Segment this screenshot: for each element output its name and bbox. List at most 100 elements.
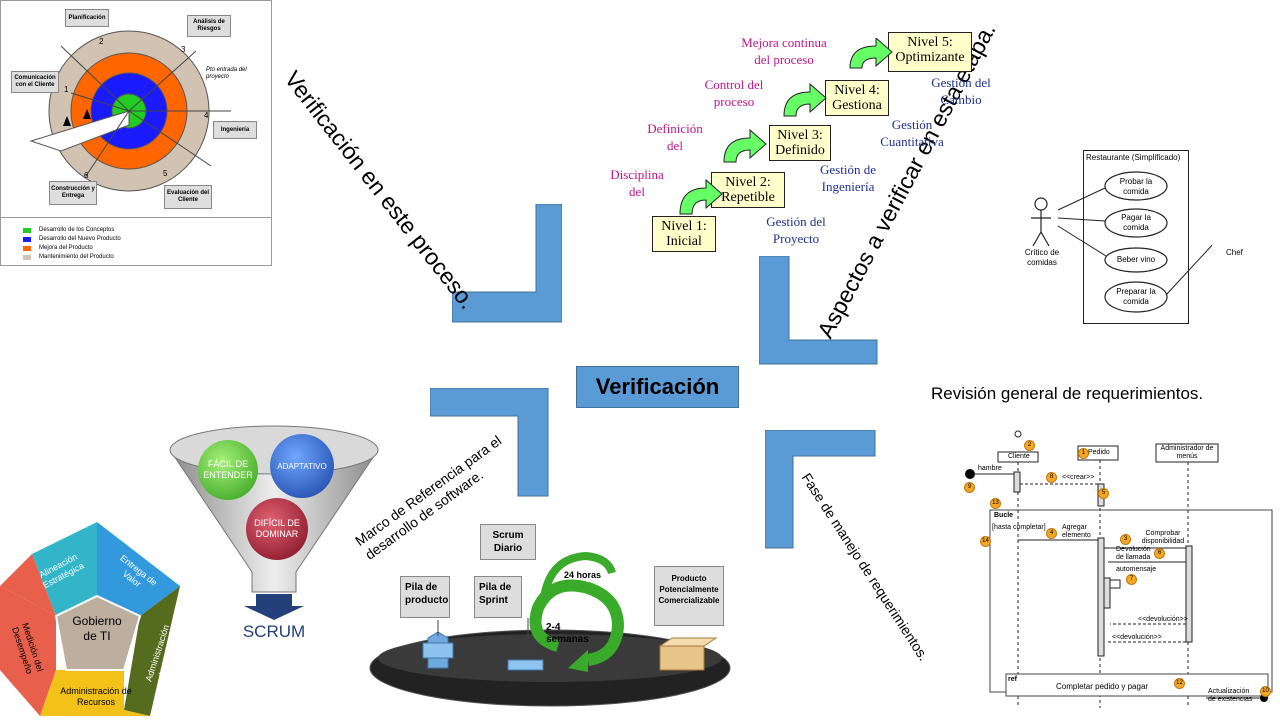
caption-process: Verificación en este proceso. bbox=[279, 66, 482, 314]
legend-swatch bbox=[23, 246, 31, 251]
seq-msg-self: automensaje bbox=[1116, 566, 1157, 573]
cmmi-level-4: Nivel 4: Gestiona bbox=[825, 80, 889, 116]
cmmi-level-4-name: Gestiona bbox=[832, 98, 882, 113]
cmmi-level-3-name: Definido bbox=[775, 143, 825, 158]
scrum-hours: 24 horas bbox=[564, 570, 602, 580]
cmmi-right-label-4: Gestión del Cambio bbox=[931, 75, 991, 107]
governance-graphic bbox=[0, 522, 180, 716]
seq-number: 4 bbox=[1046, 528, 1057, 539]
usecase-4: Preparar la comida bbox=[1116, 287, 1156, 306]
spiral-number-4: 4 bbox=[204, 111, 209, 120]
seq-msg-check: Comprobar disponibilidad bbox=[1141, 530, 1185, 545]
cmmi-level-4-title: Nivel 4: bbox=[834, 83, 880, 98]
cmmi-level-5: Nivel 5: Optimizante bbox=[888, 32, 972, 72]
legend-swatch bbox=[23, 255, 31, 260]
usecase-2: Pagar la comida bbox=[1121, 213, 1151, 232]
legend-swatch bbox=[23, 228, 31, 233]
spiral-number-1: 1 bbox=[64, 85, 69, 94]
cmmi-level-3-title: Nivel 3: bbox=[777, 128, 823, 143]
cmmi-left-label-1: Disciplina del bbox=[610, 167, 664, 199]
seq-msg-update: Actualización de existencias bbox=[1208, 688, 1253, 703]
seq-number: 13 bbox=[990, 498, 1001, 509]
spiral-legend: Desarrollo de los Conceptos Desarrollo d… bbox=[1, 217, 271, 266]
sequence-graphics bbox=[965, 430, 1273, 708]
legend-label: Desarrollo de los Conceptos bbox=[39, 227, 115, 233]
legend-label: Mejora del Producto bbox=[39, 245, 93, 251]
seq-msg-hunger: hambre bbox=[978, 465, 1002, 472]
cmmi-level-1: Nivel 1: Inicial bbox=[652, 216, 716, 252]
usecase-system-boundary bbox=[1083, 150, 1189, 324]
usecase-actor-critic: Crítico de comidas bbox=[1024, 248, 1060, 267]
cmmi-level-1-title: Nivel 1: bbox=[661, 219, 707, 234]
usecase-graphics bbox=[1031, 171, 1212, 313]
governance-segment-4: Administración de Recursos bbox=[60, 686, 132, 707]
seq-msg-complete: Completar pedido y pagar bbox=[1056, 682, 1149, 691]
seq-number: 2 bbox=[1024, 440, 1035, 451]
spiral-box-planning: Planificación bbox=[65, 9, 109, 27]
cmmi-level-1-name: Inicial bbox=[666, 234, 702, 249]
scrum-process-graphic bbox=[369, 551, 731, 707]
governance-center: Gobierno de TI bbox=[72, 614, 122, 643]
usecase-diagram: Restaurante (Simplificado) Probar la com… bbox=[1020, 148, 1243, 328]
scrum-sprint-backlog: Pila de Sprint bbox=[474, 576, 522, 618]
scrum-weeks: 2-4 semanas bbox=[546, 622, 589, 645]
seq-number: 7 bbox=[1126, 574, 1137, 585]
seq-msg-return-2: <<devolución>> bbox=[1112, 634, 1162, 641]
legend-label: Desarrollo del Nuevo Producto bbox=[39, 236, 121, 242]
spiral-model-figure: Planificación Análisis de Riesgos Comuni… bbox=[0, 0, 272, 266]
arrow-top-right bbox=[759, 256, 878, 365]
cmmi-level-5-title: Nivel 5: bbox=[907, 35, 953, 50]
cmmi-right-label-3: Gestión Cuantitativa bbox=[880, 117, 944, 149]
center-title: Verificación bbox=[576, 366, 739, 408]
seq-number: 3 bbox=[1120, 534, 1131, 545]
spiral-box-communication: Comunicación con el Cliente bbox=[11, 71, 59, 93]
usecase-actor-chef: Chef bbox=[1226, 248, 1243, 257]
spiral-box-risk: Análisis de Riesgos bbox=[187, 15, 231, 37]
legend-swatch bbox=[23, 237, 31, 242]
usecase-title: Restaurante (Simplificado) bbox=[1086, 153, 1181, 162]
it-governance: Gobierno de TI Alineación Estratégica En… bbox=[0, 520, 210, 720]
seq-number: 14 bbox=[980, 536, 991, 547]
cmmi-level-5-name: Optimizante bbox=[895, 50, 965, 65]
scrum-process: Scrum Diario 24 horas Pila de producto P… bbox=[368, 518, 732, 710]
seq-msg-add: Agregar elemento bbox=[1062, 524, 1091, 539]
seq-number: 10 bbox=[1260, 686, 1271, 697]
seq-msg-return-1: <<devolución>> bbox=[1138, 616, 1188, 623]
arrow-bottom-left bbox=[430, 388, 549, 497]
seq-msg-create: <<crear>> bbox=[1062, 474, 1095, 481]
cmmi-level-2: Nivel 2: Repetible bbox=[711, 172, 785, 208]
spiral-number-2: 2 bbox=[99, 37, 104, 46]
spiral-number-5: 5 bbox=[163, 169, 168, 178]
cmmi-level-2-name: Repetible bbox=[721, 190, 775, 205]
seq-number: 6 bbox=[1154, 548, 1165, 559]
seq-frame-ref: ref bbox=[1008, 676, 1017, 683]
cmmi-left-label-2: Definición del bbox=[647, 121, 703, 153]
cmmi-arrows bbox=[679, 38, 893, 215]
cmmi-level-3: Nivel 3: Definido bbox=[769, 125, 831, 161]
spiral-entry-label: Pto entrada del proyecto bbox=[206, 67, 247, 80]
seq-frame-guard: [hasta completar] bbox=[992, 524, 1046, 531]
seq-msg-callback: Devolución de llamada bbox=[1116, 546, 1151, 561]
scrum-product-backlog: Pila de producto bbox=[400, 576, 450, 618]
scrum-daily-box: Scrum Diario bbox=[480, 524, 536, 560]
scrum-funnel: FÁCIL DE ENTENDER ADAPTATIVO DIFÍCIL DE … bbox=[166, 410, 382, 645]
scrum-increment: Producto Potencialmente Comercializable bbox=[654, 566, 724, 626]
arrow-top-left bbox=[452, 204, 562, 323]
seq-participant-client: Cliente bbox=[1008, 453, 1030, 460]
arrow-bottom-right bbox=[765, 430, 876, 549]
seq-number: 9 bbox=[964, 482, 975, 493]
caption-requirements-review: Revisión general de requerimientos. bbox=[931, 384, 1204, 403]
spiral-model-diagram bbox=[29, 30, 231, 192]
cmmi-left-label-4: Mejora continua del proceso bbox=[741, 35, 827, 67]
spiral-box-evaluation: Evaluación del Cliente bbox=[164, 185, 212, 209]
cmmi-right-label-1: Gestión del Proyecto bbox=[766, 214, 826, 246]
spiral-number-6: 6 bbox=[84, 171, 89, 180]
spiral-box-engineering: Ingeniería bbox=[213, 121, 257, 139]
funnel-ball-hard: DIFÍCIL DE DOMINAR bbox=[246, 498, 308, 560]
seq-frame-loop: Bucle bbox=[994, 512, 1014, 519]
funnel-ball-easy: FÁCIL DE ENTENDER bbox=[198, 440, 258, 500]
cmmi-left-label-3: Control del proceso bbox=[704, 77, 764, 109]
seq-number: 8 bbox=[1046, 472, 1057, 483]
funnel-ball-adaptive: ADAPTATIVO bbox=[270, 434, 334, 498]
cmmi-right-label-2: Gestión de Ingeniería bbox=[820, 162, 876, 194]
